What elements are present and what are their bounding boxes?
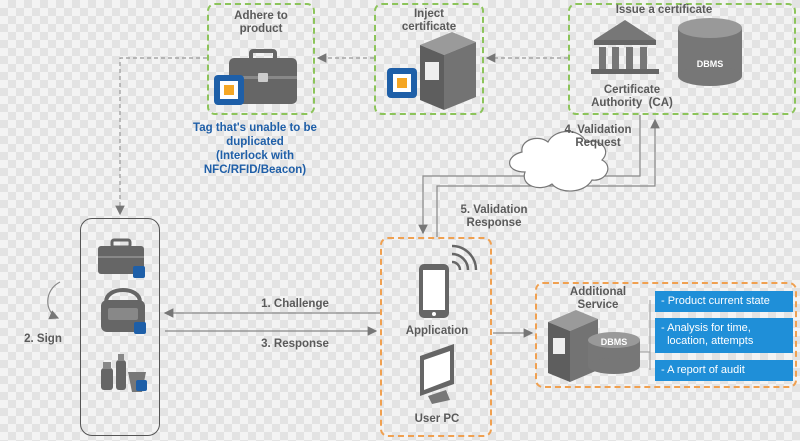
chip-icon	[134, 322, 146, 334]
wifi-icon	[451, 244, 478, 271]
service-item-analysis: - Analysis for time, location, attempts	[655, 318, 793, 353]
application-label: Application	[405, 325, 469, 337]
validation-request-label: 4. Validation Request	[564, 124, 632, 149]
products-box	[80, 218, 160, 436]
service-item-audit-report: - A report of audit	[655, 360, 793, 381]
response-label: 3. Response	[261, 338, 329, 350]
service-dbms-label: DBMS	[600, 337, 628, 347]
issue-certificate-label: Issue a certificate	[615, 4, 713, 16]
sign-label: 2. Sign	[24, 333, 62, 345]
additional-service-box	[535, 282, 797, 388]
service-item-current-state: - Product current state	[655, 291, 793, 312]
database-icon	[588, 332, 640, 374]
cloud-icon	[509, 130, 609, 192]
arrow-product-to-items	[115, 57, 207, 216]
device-box	[380, 237, 492, 437]
ca-label: Certificate Authority (CA)	[591, 84, 673, 109]
challenge-label: 1. Challenge	[261, 298, 329, 310]
chip-icon	[133, 266, 145, 278]
product-tag-box	[207, 3, 315, 115]
phone-icon	[419, 264, 449, 318]
additional-service-title: Additional Service	[569, 286, 627, 311]
chip-icon	[387, 68, 417, 98]
ca-dbms-label: DBMS	[696, 59, 724, 69]
sign-curve-arrow	[47, 281, 61, 320]
briefcase-icon	[98, 238, 144, 274]
validation-response-label: 5. Validation Response	[460, 204, 528, 229]
server-icon	[420, 32, 476, 110]
chip-icon	[136, 380, 147, 391]
user-pc-label: User PC	[414, 413, 460, 425]
bank-icon	[591, 20, 659, 74]
tag-caption: Tag that's unable to be duplicated (Inte…	[193, 122, 317, 176]
monitor-icon	[420, 344, 454, 404]
product-box-title: Adhere to product	[234, 10, 288, 35]
certificate-authority-box	[568, 3, 796, 115]
inject-certificate-box	[374, 3, 484, 115]
item-connectors	[640, 300, 651, 370]
chip-icon	[214, 75, 244, 105]
inject-box-title: Inject certificate	[401, 8, 457, 33]
database-icon	[678, 18, 742, 86]
briefcase-icon	[229, 49, 297, 104]
